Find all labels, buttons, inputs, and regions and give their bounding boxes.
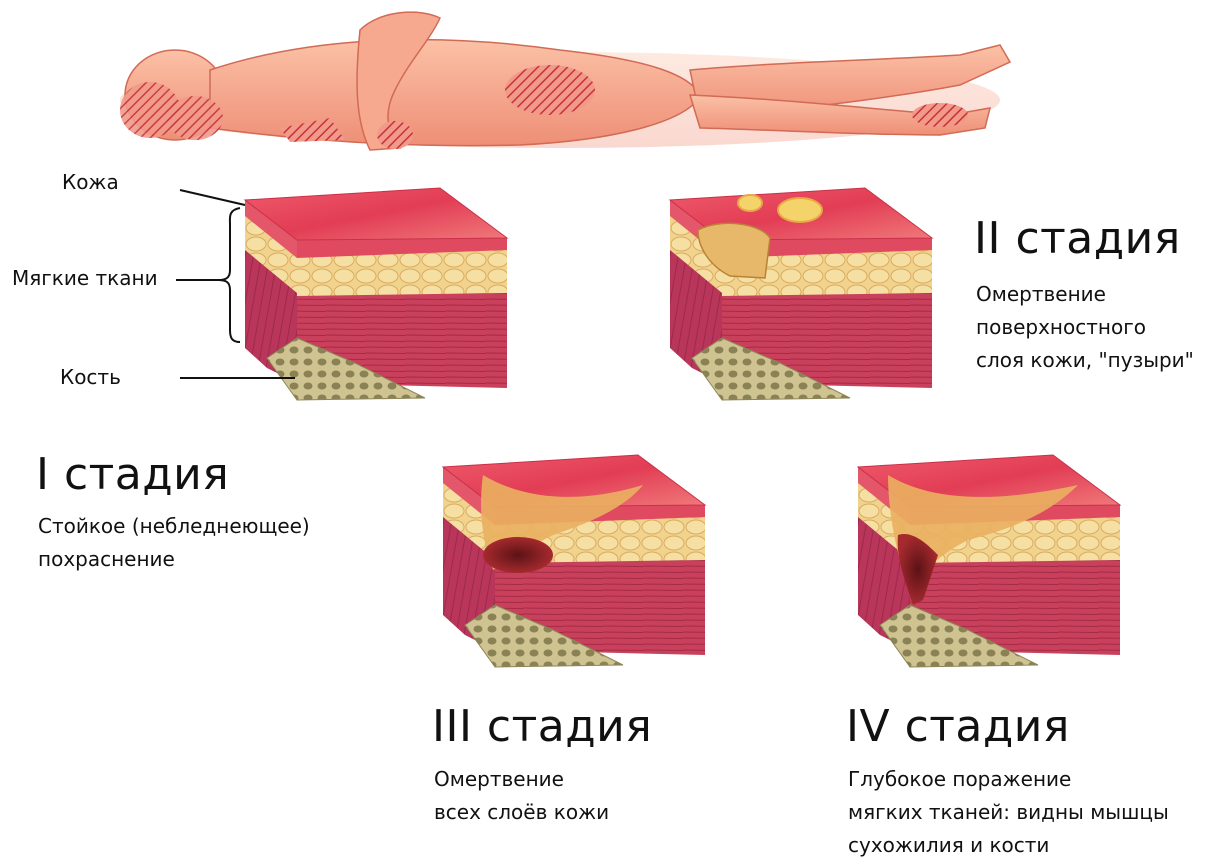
stage-3-tissue-block <box>442 454 706 668</box>
stage-3-title: III стадия <box>432 701 653 752</box>
reclining-body <box>120 11 1012 151</box>
stage-1-title: I стадия <box>36 449 230 500</box>
stage-2-title: II стадия <box>974 213 1181 264</box>
stage-1-tissue-block <box>244 187 508 401</box>
stage-2-tissue-block <box>669 187 933 401</box>
stage-1-description: Стойкое (небледнеющее) похраснение <box>38 514 310 571</box>
stage-4-title: IV стадия <box>846 701 1070 752</box>
stage-4-description: Глубокое поражение мягких тканей: видны … <box>848 767 1169 857</box>
stage-4-tissue-block <box>857 454 1121 668</box>
bone-label: Кость <box>60 365 121 389</box>
soft-tissue-label: Мягкие ткани <box>12 266 158 290</box>
stage-3-description: Омертвение всех слоёв кожи <box>434 767 610 824</box>
anatomy-leader-lines <box>176 189 295 379</box>
skin-label: Кожа <box>62 170 119 194</box>
stage-2-description: Омертвение поверхностного слоя кожи, "пу… <box>976 282 1194 372</box>
